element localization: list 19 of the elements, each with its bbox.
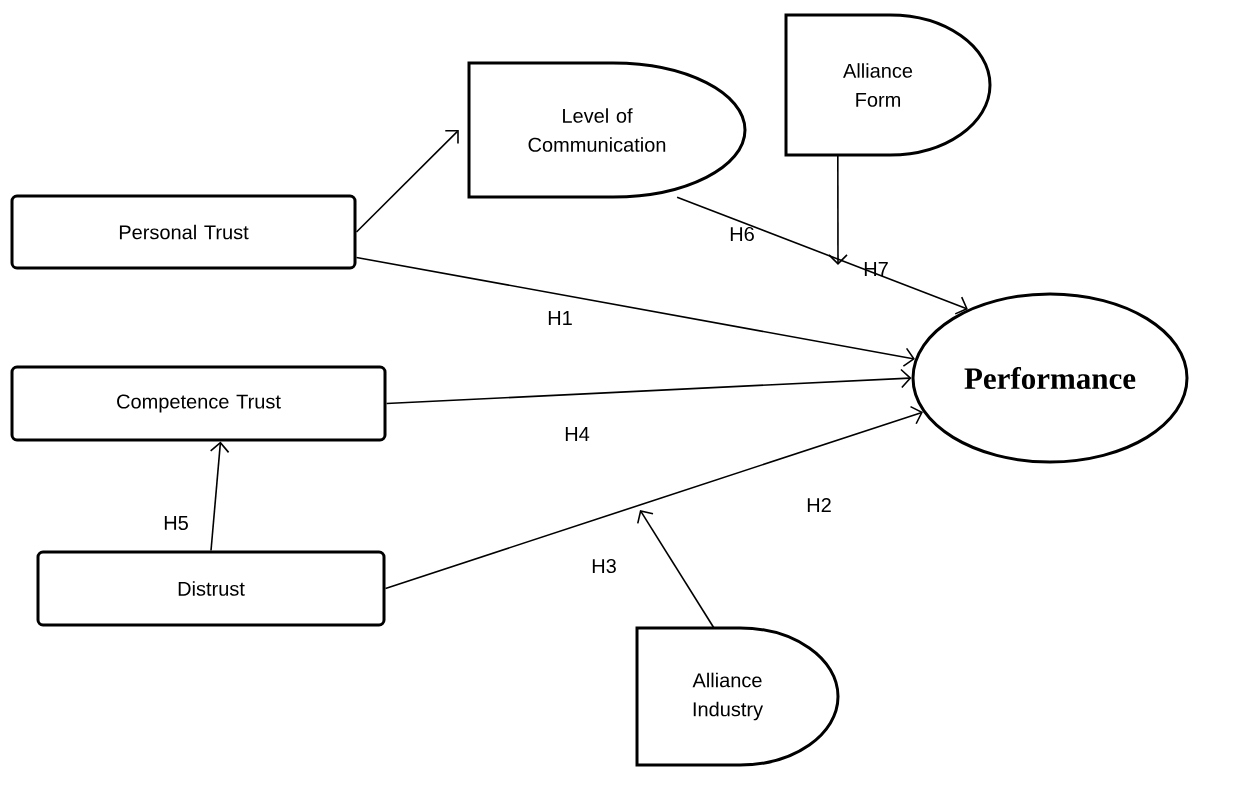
- arrow: [355, 256, 915, 367]
- edge-label: H6: [730, 226, 754, 242]
- edge-label: H5: [164, 516, 188, 530]
- arrow: [385, 368, 912, 405]
- ellipse-node: Performance: [911, 292, 1189, 464]
- arrow: [636, 510, 715, 629]
- rounded-box: Personal Trust: [10, 194, 357, 270]
- edge-label: H1: [548, 311, 572, 325]
- edge-label: H7: [864, 262, 888, 276]
- rounded-box: Competence Trust: [10, 365, 387, 442]
- arrow: [355, 130, 459, 233]
- arrow: [384, 405, 923, 590]
- edge-label: H2: [807, 498, 831, 512]
- arrow: [828, 154, 848, 265]
- rounded-box: Distrust: [36, 550, 386, 627]
- edge-label: H3: [592, 558, 616, 574]
- edge-label: H4: [565, 427, 590, 441]
- arrow: [676, 196, 968, 315]
- arrow: [209, 441, 230, 552]
